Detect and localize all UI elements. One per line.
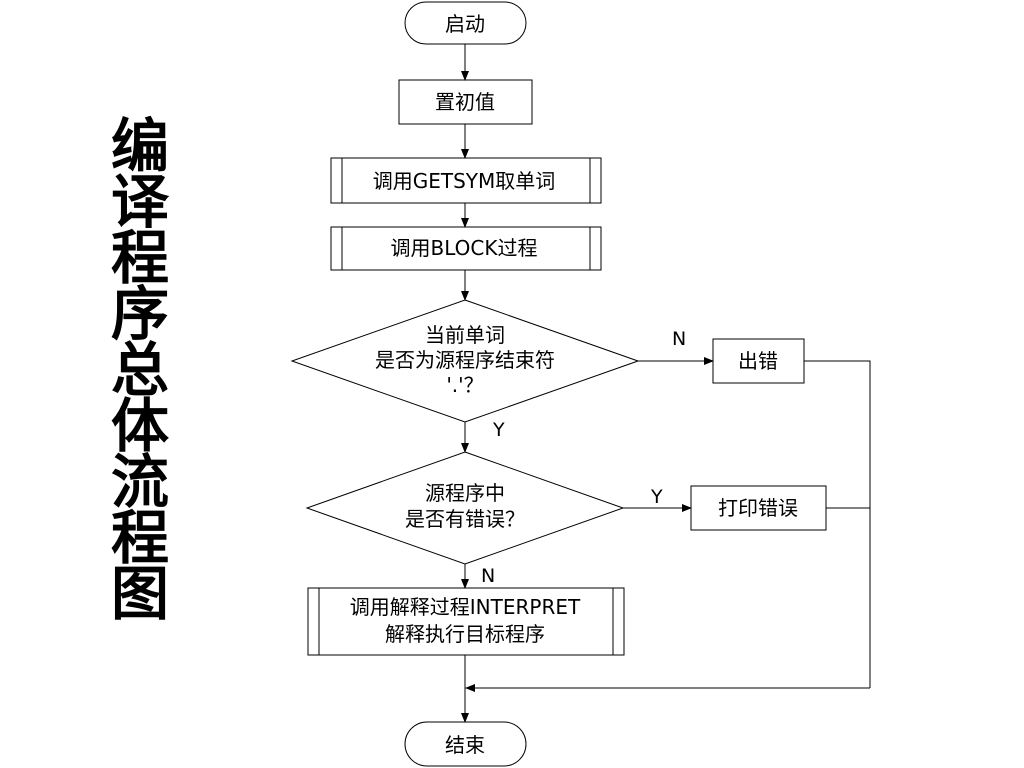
title-char: 程 [110, 224, 169, 292]
title-char: 总 [110, 336, 169, 404]
block-label: 调用BLOCK过程 [391, 236, 538, 260]
title-char: 流 [110, 448, 169, 516]
check-end-line1: 当前单词 [425, 323, 505, 347]
getsym-node: 调用GETSYM取单词 [330, 157, 602, 204]
error-label: 出错 [738, 349, 778, 373]
interpret-line1: 调用解释过程INTERPRET [350, 595, 581, 619]
interpret-line2: 解释执行目标程序 [385, 622, 545, 646]
title-char: 序 [110, 280, 169, 348]
has-error-decision: 源程序中 是否有错误？ [305, 451, 625, 565]
check-end-line2: 是否为源程序结束符 [375, 348, 555, 372]
end-node: 结束 [404, 721, 527, 767]
print-error-node: 打印错误 [690, 485, 827, 531]
title-char: 译 [110, 168, 169, 236]
title-char: 程 [110, 504, 169, 572]
label-check-end-no: N [672, 328, 686, 350]
title-char: 编 [110, 112, 169, 180]
block-node: 调用BLOCK过程 [330, 226, 602, 271]
label-has-error-no: N [481, 565, 495, 587]
label-check-end-yes: Y [492, 419, 505, 441]
has-error-line1: 源程序中 [425, 481, 505, 505]
start-label: 启动 [445, 12, 485, 36]
diagram-title: 编 译 程 序 总 体 流 程 图 [100, 112, 180, 628]
title-char: 图 [110, 560, 169, 628]
label-has-error-yes: Y [650, 486, 663, 508]
print-error-label: 打印错误 [718, 496, 798, 520]
start-node: 启动 [404, 1, 527, 45]
getsym-label: 调用GETSYM取单词 [373, 169, 556, 193]
interpret-node: 调用解释过程INTERPRET 解释执行目标程序 [307, 587, 625, 656]
error-node: 出错 [712, 338, 805, 384]
title-char: 体 [110, 392, 169, 460]
check-end-line3: '.'？ [446, 373, 483, 397]
end-label: 结束 [445, 733, 485, 757]
init-node: 置初值 [398, 79, 533, 125]
has-error-line2: 是否有错误？ [405, 507, 525, 531]
line-error-merge [804, 360, 871, 688]
check-end-decision: 当前单词 是否为源程序结束符 '.'？ [290, 299, 640, 423]
init-label: 置初值 [435, 90, 495, 114]
connectors [461, 44, 871, 723]
branch-labels: N Y Y N [481, 328, 686, 587]
